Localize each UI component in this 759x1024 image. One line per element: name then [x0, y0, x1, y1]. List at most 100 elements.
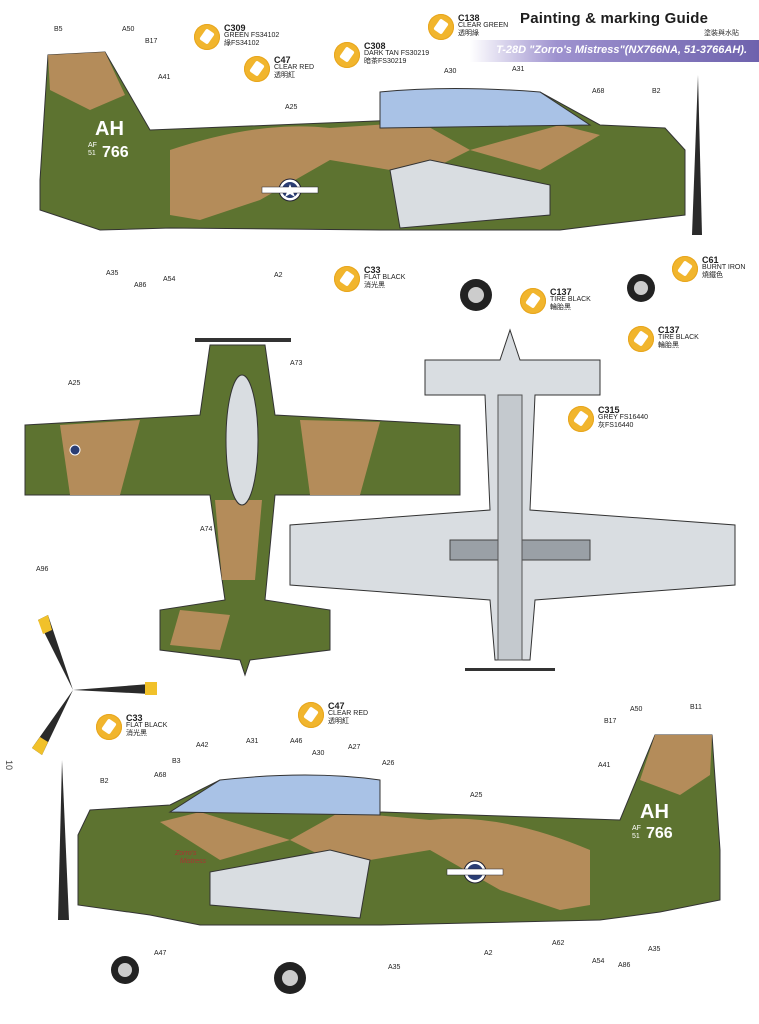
- brush-icon: [244, 56, 270, 82]
- chip-code: C33: [364, 265, 381, 275]
- callout-label: A47: [154, 950, 167, 957]
- callout-label: A30: [444, 68, 457, 75]
- callout-label: A35: [106, 270, 119, 277]
- chip-name-cn: 透明綠: [458, 30, 479, 37]
- callout-label: A30: [312, 750, 325, 757]
- chip-name-cn: 綠FS34102: [224, 40, 260, 47]
- chip-name: BURNT IRON: [702, 264, 746, 271]
- chip-code: C33: [126, 713, 143, 723]
- callout-label: A54: [592, 958, 605, 965]
- callout-label: A25: [285, 104, 298, 111]
- bottom-view: [289, 328, 736, 671]
- chip-name-cn: 透明紅: [274, 72, 295, 79]
- brush-icon: [428, 14, 454, 40]
- chip-name: CLEAR GREEN: [458, 22, 509, 29]
- tail-yr-bottom: 51: [632, 833, 640, 840]
- propeller-detail: [32, 615, 157, 755]
- chip-name-cn: 輪胎黑: [550, 304, 571, 311]
- chip-name: FLAT BLACK: [364, 274, 406, 281]
- brush-icon: [628, 326, 654, 352]
- callout-label: A41: [598, 762, 611, 769]
- callout-label: A27: [348, 744, 361, 751]
- chip-name-cn: 消光黑: [126, 730, 147, 737]
- callout-label: A25: [470, 792, 483, 799]
- chip-name: TIRE BLACK: [658, 334, 699, 341]
- callout-label: A25: [68, 380, 81, 387]
- callout-label: A68: [154, 772, 167, 779]
- nose-art-line2: Mistress: [180, 858, 207, 865]
- callout-label: A74: [200, 526, 213, 533]
- aircraft-banner: T-28D "Zorro's Mistress"(NX766NA, 51-376…: [470, 40, 759, 62]
- tail-af-bottom: AF: [632, 825, 641, 832]
- brush-icon: [334, 42, 360, 68]
- chip-name: GREEN FS34102: [224, 32, 280, 39]
- aircraft-designation: T-28D "Zorro's Mistress"(NX766NA, 51-376…: [496, 44, 747, 56]
- top-view: [24, 338, 461, 677]
- callout-label: B11: [690, 704, 702, 711]
- callout-label: A86: [618, 962, 631, 969]
- chip-code: C47: [274, 55, 291, 65]
- tail-yr-top: 51: [88, 150, 96, 157]
- brush-icon: [334, 266, 360, 292]
- callout-label: A42: [196, 742, 209, 749]
- callout-label: A31: [246, 738, 259, 745]
- chip-code: C61: [702, 255, 719, 265]
- callout-label: A73: [290, 360, 303, 367]
- callout-label: A35: [388, 964, 401, 971]
- callout-label: A41: [158, 74, 171, 81]
- chip-name-cn: 灰FS16440: [598, 422, 634, 429]
- callout-label: A96: [36, 566, 49, 573]
- chip-name-cn: 透明紅: [328, 718, 349, 725]
- callout-label: B3: [172, 758, 181, 765]
- tail-number-top: 766: [102, 144, 129, 161]
- callout-label: A26: [382, 760, 395, 767]
- chip-name-cn: 輪胎黑: [658, 342, 679, 349]
- callout-label: A2: [274, 272, 283, 279]
- page-subtitle: 塗裝與水貼: [704, 30, 739, 37]
- callout-label: A46: [290, 738, 303, 745]
- chip-name-cn: 燒鐵色: [702, 272, 723, 279]
- callout-label: B17: [604, 718, 617, 725]
- chip-code: C138: [458, 13, 480, 23]
- callout-label: B2: [652, 88, 661, 95]
- callout-label: A35: [648, 946, 661, 953]
- chip-name: DARK TAN FS30219: [364, 50, 430, 57]
- chip-name: TIRE BLACK: [550, 296, 591, 303]
- brush-icon: [96, 714, 122, 740]
- tail-number-bottom: 766: [646, 825, 673, 842]
- callout-label: B2: [100, 778, 109, 785]
- tail-af-top: AF: [88, 142, 97, 149]
- tail-letters-bottom: AH: [640, 801, 669, 823]
- callout-label: A50: [630, 706, 643, 713]
- chip-code: C47: [328, 701, 345, 711]
- chip-name-cn: 暗茶FS30219: [364, 58, 407, 65]
- callout-label: B17: [145, 38, 158, 45]
- brush-icon: [298, 702, 324, 728]
- chip-code: C308: [364, 41, 386, 51]
- callout-label: A68: [592, 88, 605, 95]
- page-title: Painting & marking Guide: [520, 10, 709, 27]
- nose-art-line1: Zorro's: [174, 850, 197, 857]
- chip-code: C309: [224, 23, 246, 33]
- callout-label: A2: [484, 950, 493, 957]
- side-view-right: AH AF 51 766 Zorro's Mistress: [58, 734, 721, 994]
- brush-icon: [568, 406, 594, 432]
- chip-code: C137: [550, 287, 572, 297]
- callout-label: A62: [552, 940, 565, 947]
- chip-name: FLAT BLACK: [126, 722, 168, 729]
- chip-name: CLEAR RED: [274, 64, 315, 71]
- brush-icon: [194, 24, 220, 50]
- chip-name-cn: 消光黑: [364, 282, 385, 289]
